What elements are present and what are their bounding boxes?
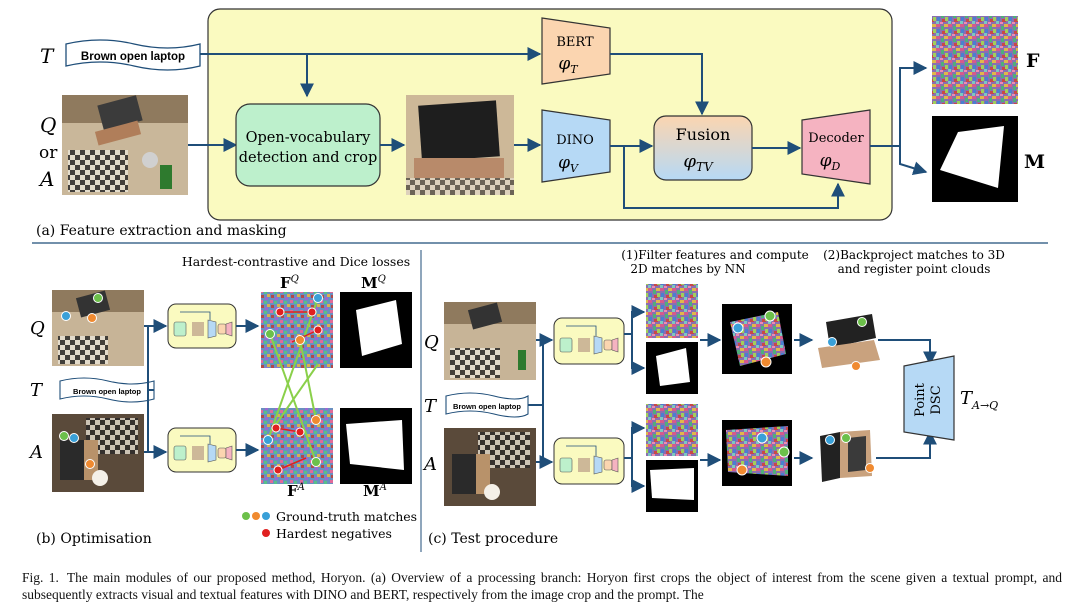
- arrow-pc-a-to-dsc: [876, 430, 937, 459]
- arrow-decoder-to-M: [899, 146, 928, 175]
- prompt-banner-b: [59, 377, 155, 403]
- dsc-line1: Point: [913, 382, 928, 417]
- pointcloud-q: [818, 314, 880, 371]
- label-Q-a: Q: [40, 113, 56, 137]
- arrow-pc-q-to-dsc: [878, 339, 937, 366]
- arrow-bert-to-fusion: [610, 53, 709, 116]
- arrow-decoder-to-F: [870, 61, 928, 147]
- step1-line2: 2D matches by NN: [630, 262, 745, 276]
- mini-pipeline-q-b: [167, 303, 237, 349]
- arrow-dino-skip-to-decoder: [623, 146, 845, 209]
- mask-MQ: [340, 292, 412, 368]
- scene-image-a-c: [444, 428, 536, 506]
- feature-map-F: [932, 16, 1018, 104]
- mask-a-c: [646, 460, 698, 512]
- step2-line1: (2)Backproject matches to 3D: [823, 248, 1005, 262]
- mini-pipeline-q-c: [553, 317, 625, 365]
- feature-map-a-c: [646, 404, 698, 456]
- label-or-a: or: [39, 143, 58, 163]
- label-MA: MA: [363, 482, 387, 500]
- match-points-FA: [263, 415, 321, 475]
- dsc-line2: DSC: [929, 385, 944, 414]
- caption-c: (c) Test procedure: [428, 531, 558, 547]
- legend-neg-label: Hardest negatives: [276, 526, 392, 541]
- detection-line2: detection and crop: [239, 150, 377, 166]
- mask-MA: [340, 408, 412, 484]
- arrow-t-split-b: [147, 326, 154, 391]
- fusion-label: Fusion: [676, 125, 731, 144]
- label-A-c: A: [422, 454, 437, 475]
- legend-gt-label: Ground-truth matches: [276, 509, 417, 524]
- prompt-banner-a: [65, 39, 201, 71]
- dino-encoder: [541, 109, 611, 183]
- decoder-label: Decoder: [808, 131, 864, 146]
- dino-phi: φV: [558, 153, 579, 175]
- label-T-a: T: [40, 44, 55, 68]
- label-A-a: A: [38, 167, 54, 191]
- figure-caption-label: Fig. 1.: [22, 570, 59, 585]
- bert-phi: φT: [558, 54, 579, 76]
- arrow-module-q-to-F: [624, 305, 646, 335]
- step1-line1: (1)Filter features and compute: [621, 248, 809, 262]
- mask-q-c: [646, 342, 698, 394]
- prompt-text-b: Brown open laptop: [73, 387, 141, 396]
- mini-pipeline-a-b: [167, 427, 237, 473]
- bert-encoder: [541, 17, 611, 85]
- prompt-text-c: Brown open laptop: [453, 402, 521, 411]
- feature-map-q-c: [646, 284, 698, 338]
- label-Q-b: Q: [30, 318, 45, 339]
- step2-line2: and register point clouds: [838, 262, 991, 276]
- scene-image-q-b: [52, 290, 144, 366]
- crop-image: [406, 95, 514, 195]
- label-A-b: A: [28, 442, 43, 463]
- match-points-FQ: [265, 293, 323, 345]
- legend: Ground-truth matches Hardest negatives: [242, 509, 417, 541]
- label-Q-c: Q: [424, 332, 439, 353]
- arrow-module-a-to-F: [624, 421, 646, 459]
- masked-features-q: [722, 304, 792, 374]
- dino-label: DINO: [556, 133, 594, 148]
- feature-map-FA: [261, 408, 333, 484]
- label-T-c: T: [424, 396, 438, 417]
- point-dsc-module: [903, 355, 955, 441]
- scene-image-a: [62, 95, 188, 195]
- caption-a: (a) Feature extraction and masking: [36, 223, 287, 239]
- label-FA: FA: [287, 482, 305, 500]
- scene-image-a-b: [52, 414, 144, 492]
- detection-line1: Open-vocabulary: [246, 130, 372, 146]
- scene-image-q-c: [444, 302, 536, 380]
- arrow-module-q-to-M: [631, 334, 646, 375]
- decoder-phi: φD: [820, 151, 841, 173]
- output-transform: TA→Q: [960, 388, 998, 412]
- panel-b-title: Hardest-contrastive and Dice losses: [182, 254, 410, 269]
- prompt-banner-c: [445, 392, 529, 418]
- arrow-module-a-to-M: [631, 458, 646, 493]
- caption-b: (b) Optimisation: [36, 531, 152, 547]
- fusion-phi: φTV: [683, 151, 714, 174]
- masked-features-a: [722, 420, 792, 486]
- ground-truth-match-lines: [267, 297, 319, 463]
- pointcloud-a: [820, 430, 875, 482]
- mask-M: [932, 116, 1018, 202]
- label-MQ: MQ: [361, 274, 386, 292]
- label-M: M: [1024, 151, 1045, 173]
- mini-pipeline-a-c: [553, 437, 625, 485]
- label-F: F: [1026, 50, 1040, 72]
- figure-caption-text: The main modules of our proposed method,…: [22, 570, 1062, 602]
- decoder-module: [801, 109, 871, 185]
- label-FQ: FQ: [280, 274, 299, 292]
- prompt-text-a: Brown open laptop: [81, 51, 185, 63]
- bert-label: BERT: [556, 35, 594, 50]
- label-T-b: T: [30, 380, 44, 401]
